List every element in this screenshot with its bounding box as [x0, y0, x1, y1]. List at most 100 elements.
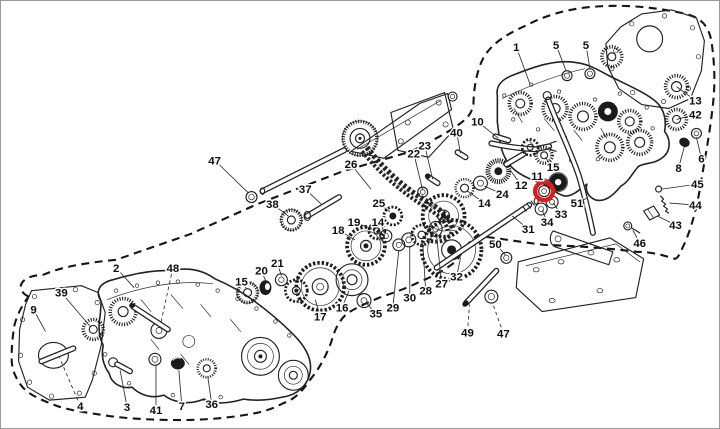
part-number-callout: 38 [266, 199, 279, 211]
leader-line [422, 242, 427, 291]
leader-line [678, 146, 685, 169]
leader-line [491, 302, 504, 334]
leader-line [669, 202, 696, 206]
part-number-callout: 47 [497, 328, 510, 340]
part-number-callout: 42 [689, 109, 702, 121]
plug-7 [170, 357, 185, 370]
part-number-callout: 2 [113, 263, 119, 275]
part-number-callout: 18 [332, 225, 345, 237]
part-number-callout: 20 [255, 266, 268, 278]
bearing-15-right [534, 145, 554, 166]
part-number-callout: 12 [515, 180, 528, 192]
part-number-callout: 17 [314, 312, 327, 324]
part-number-callout: 24 [496, 189, 509, 201]
leader-line [115, 267, 135, 288]
small-pins [417, 149, 469, 198]
cam-gear-32 [419, 218, 484, 282]
gear-train [235, 193, 539, 313]
nut-47 [245, 191, 258, 204]
leader-line [676, 114, 696, 120]
part-number-callout: 8 [675, 163, 682, 175]
part-number-callout: 1 [513, 42, 520, 54]
leader-line [350, 163, 372, 190]
part-number-callout: 26 [345, 159, 358, 171]
leader-line [552, 202, 562, 215]
leader-line [119, 370, 128, 408]
part-number-callout: 23 [418, 140, 431, 152]
part-number-callout: 29 [386, 303, 399, 315]
bottom-small-parts [81, 317, 217, 379]
leader-line [272, 203, 289, 217]
leader-line [207, 376, 213, 405]
part-number-callout: 21 [271, 258, 284, 270]
part-number-callout: 22 [407, 148, 420, 160]
double-sprocket [420, 193, 467, 239]
gear-17 [294, 260, 346, 313]
leader-line [378, 202, 391, 213]
part-number-callout: 36 [205, 399, 218, 411]
leader-line [515, 46, 531, 85]
leader-line [33, 309, 46, 332]
plug-8 [679, 137, 690, 148]
seal-42 [664, 107, 689, 132]
washer-6 [690, 127, 702, 139]
leader-line [61, 292, 91, 327]
leader-line [467, 304, 470, 333]
leader-line [456, 257, 461, 277]
part-number-callout: 41 [150, 405, 163, 417]
relief-valve-parts [623, 185, 670, 234]
leader-line [424, 145, 434, 180]
part-number-callout: 39 [55, 288, 68, 300]
washer-21 [274, 273, 288, 287]
backing-plate [605, 9, 705, 110]
washer-30 [401, 232, 417, 248]
part-number-callout: 31 [522, 224, 535, 236]
tensioner-bracket [341, 91, 458, 159]
part-number-callout: 34 [541, 217, 554, 229]
part-number-callout: 4 [77, 401, 84, 413]
part-number-callout: 9 [30, 305, 36, 317]
bearing-38 [279, 208, 304, 232]
washer-24 [472, 175, 488, 191]
washer-29 [392, 238, 406, 252]
part-number-callout: 45 [691, 179, 704, 191]
spring-44 [660, 195, 670, 214]
leader-line [512, 215, 529, 230]
leader-line [484, 185, 503, 195]
part-number-callout: 44 [689, 200, 702, 212]
leader-line [392, 249, 400, 308]
oring-highlighted [538, 185, 551, 198]
leader-line [365, 302, 377, 314]
oil-tube-51 [542, 91, 596, 236]
part-number-callout: 25 [373, 198, 386, 210]
seal-36 [196, 358, 217, 379]
seal-13 [663, 73, 690, 100]
cloud-boundary [10, 4, 716, 422]
leader-line [585, 44, 591, 69]
leader-line [657, 215, 676, 226]
leader-line [632, 229, 641, 244]
leader-line [467, 190, 485, 204]
part-number-callout: 14 [478, 198, 491, 210]
part-number-callout: 6 [698, 153, 704, 165]
seal-39 [81, 317, 105, 342]
cover-seals-and-nuts [561, 44, 702, 148]
washer-14 [379, 229, 393, 243]
leader-line [676, 86, 696, 101]
bearing-15 [235, 280, 260, 305]
part-number-callout: 15 [235, 277, 248, 289]
idler-roller [341, 119, 379, 158]
nut-50 [500, 251, 513, 264]
leader-line [696, 137, 702, 159]
part-number-callout: 11 [531, 171, 544, 183]
washer-34 [534, 202, 548, 216]
leader-line [178, 370, 183, 407]
sprocket-25 [382, 205, 404, 227]
leader-line [341, 290, 350, 308]
part-number-callout: 19 [348, 217, 361, 229]
part-number-callout: 15 [547, 162, 560, 174]
leader-line [541, 209, 548, 223]
bevel-gear-12 [485, 158, 512, 185]
ring-35 [356, 293, 372, 309]
